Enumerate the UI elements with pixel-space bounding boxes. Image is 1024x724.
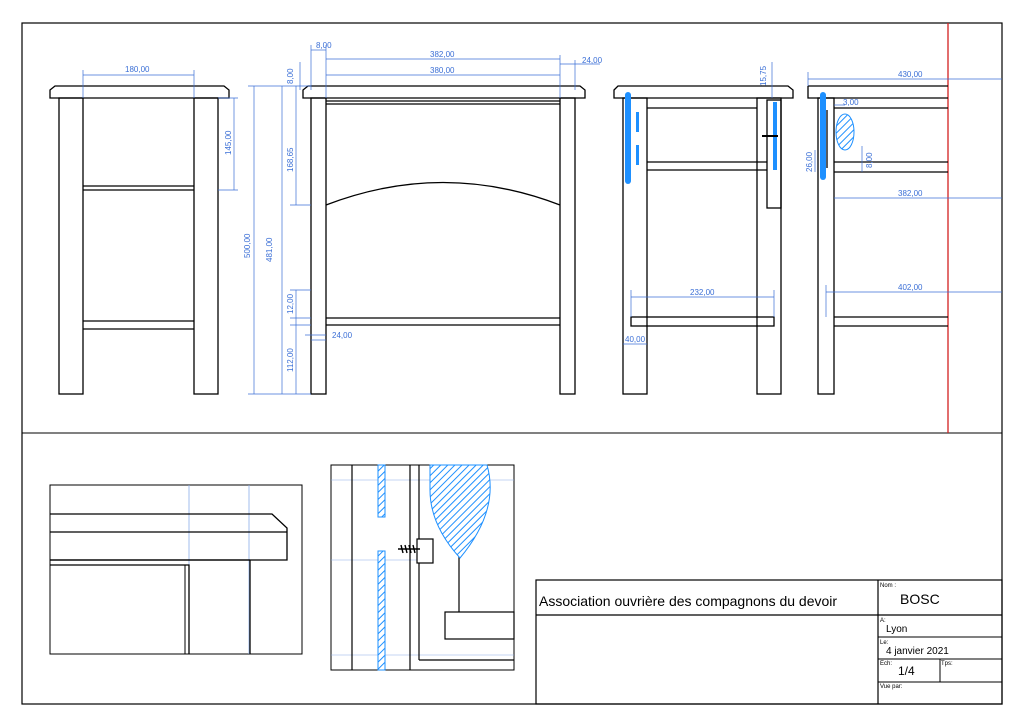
front-view — [302, 85, 586, 395]
title-block — [535, 579, 1003, 705]
right-highlights — [820, 92, 855, 180]
dim-right-small-b: 8,00 — [865, 152, 874, 168]
ech-value: 1/4 — [898, 664, 915, 678]
side-view-dimensions — [82, 70, 238, 191]
a-value: Lyon — [886, 624, 907, 635]
right-view — [807, 85, 948, 395]
dim-shelf-height: 112,00 — [286, 348, 295, 372]
dim-front-edge: 24,00 — [582, 56, 603, 65]
dim-right-depth: 430,00 — [898, 70, 923, 79]
dim-shelf-thickness: 12,00 — [286, 293, 295, 314]
section-highlights — [625, 92, 778, 184]
nom-label: Nom : — [880, 583, 896, 589]
section-dimensions — [623, 62, 775, 345]
detail-top-edge — [49, 484, 303, 655]
detail-joint — [330, 464, 515, 671]
vue-label: Vue par: — [880, 684, 903, 690]
dim-section-leg: 40,00 — [625, 335, 646, 344]
dim-upper-rail: 145,00 — [224, 130, 233, 155]
right-dimensions — [807, 72, 1002, 317]
dim-top-thickness: 8,00 — [286, 68, 295, 84]
dim-top-overhang: 8,00 — [316, 41, 332, 50]
section-view — [613, 85, 794, 395]
dim-leg-height: 481,00 — [265, 237, 274, 262]
tps-label: Tps: — [941, 661, 953, 667]
dim-section-top: 15,75 — [759, 65, 768, 86]
le-label: Le: — [880, 640, 889, 646]
a-label: A: — [880, 618, 886, 624]
nom-value: BOSC — [900, 591, 940, 607]
dim-section-shelf: 232,00 — [690, 288, 715, 297]
side-view — [49, 85, 230, 395]
dim-front-inner: 380,00 — [430, 66, 455, 75]
sheet-frame — [21, 22, 1003, 705]
dim-front-total: 382,00 — [430, 50, 455, 59]
dim-right-small-a: 26,00 — [805, 151, 814, 172]
dim-apron-height: 168,65 — [286, 147, 295, 172]
dim-right-inner: 382,00 — [898, 189, 923, 198]
organization-name: Association ouvrière des compagnons du d… — [539, 593, 837, 609]
dim-overall-height: 500,00 — [243, 233, 252, 258]
le-value: 4 janvier 2021 — [886, 646, 949, 657]
ech-label: Ech: — [880, 661, 892, 667]
screw-icon — [398, 544, 420, 554]
dim-leg-width: 24,00 — [332, 331, 353, 340]
dim-side-width: 180,00 — [125, 65, 150, 74]
dim-right-gap: 3,00 — [843, 98, 859, 107]
front-view-dimensions — [248, 45, 600, 395]
dim-right-shelf: 402,00 — [898, 283, 923, 292]
